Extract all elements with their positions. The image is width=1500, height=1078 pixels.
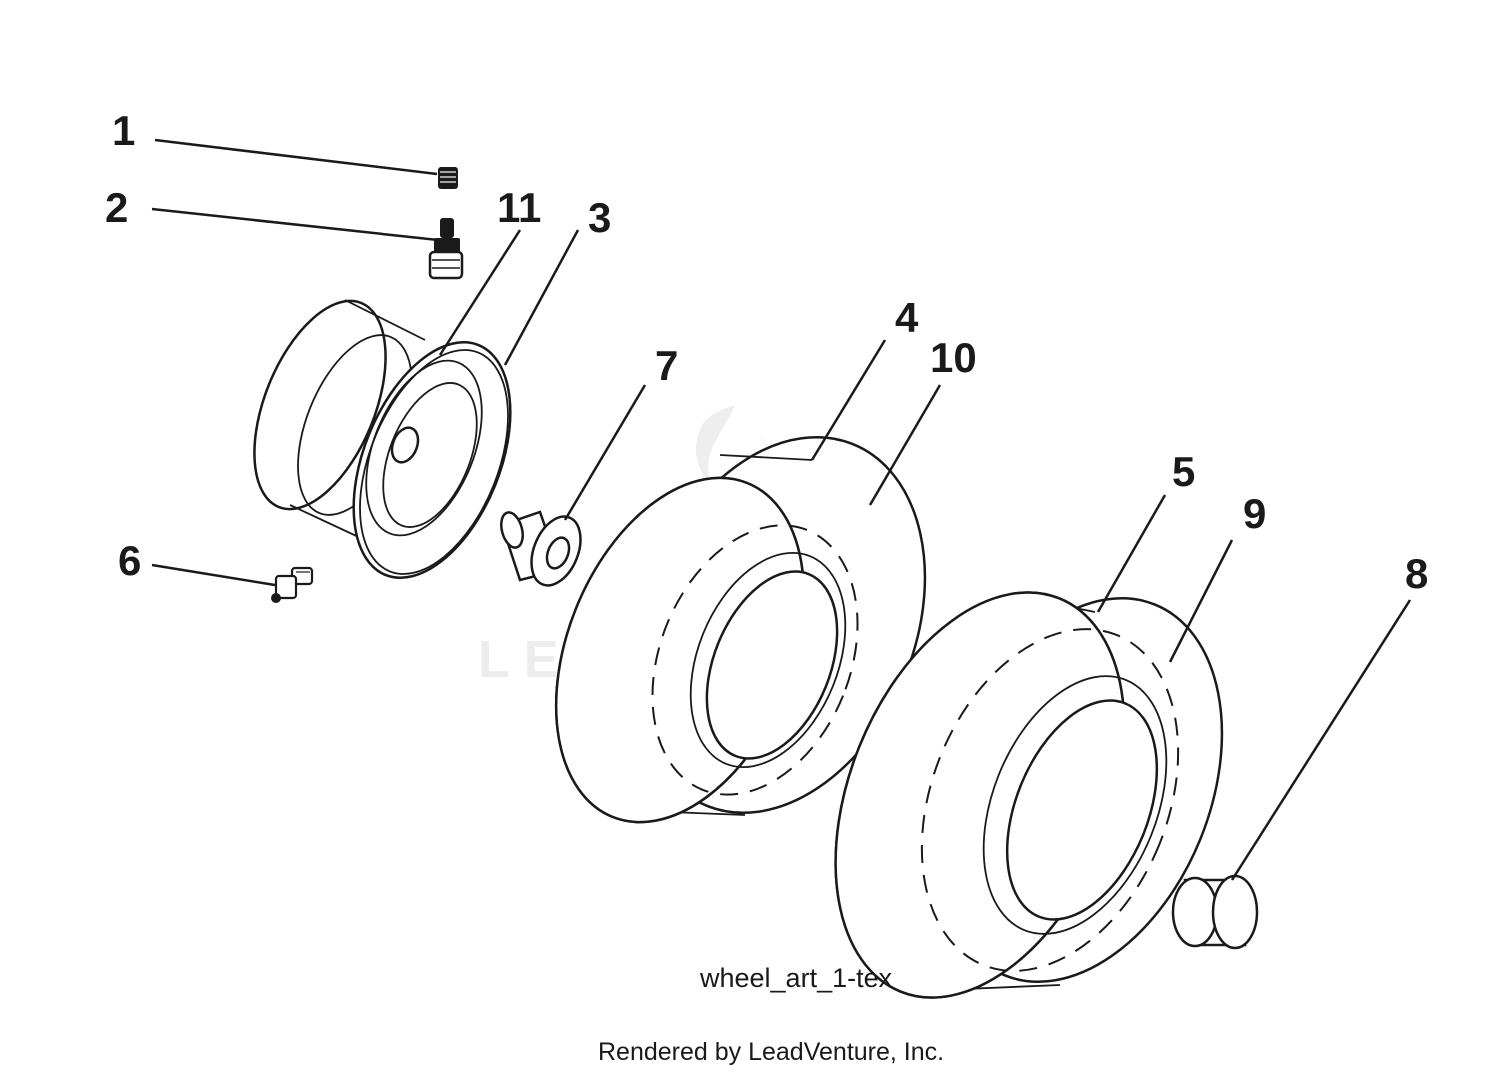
leader-7	[563, 384, 647, 521]
callout-labels: 1 2 3 4 5 6 7 8 9 10 11	[105, 107, 1428, 597]
leader-5	[1096, 494, 1167, 613]
callout-7: 7	[655, 342, 678, 389]
callout-4: 4	[895, 294, 919, 341]
callout-8: 8	[1405, 550, 1428, 597]
part-5-tire	[834, 591, 1224, 999]
leader-2	[151, 207, 439, 242]
leader-6	[151, 563, 276, 587]
callout-3: 3	[588, 194, 611, 241]
part-6-grease-fitting	[271, 566, 314, 603]
footer-credit: Rendered by LeadVenture, Inc.	[598, 1038, 944, 1066]
part-4-tire	[554, 436, 927, 824]
callout-2: 2	[105, 184, 128, 231]
leader-8	[1230, 599, 1412, 881]
callout-9: 9	[1243, 490, 1266, 537]
callout-6: 6	[118, 537, 141, 584]
leader-lines	[151, 138, 1412, 881]
callout-11: 11	[497, 184, 541, 231]
leader-4	[810, 339, 887, 461]
callout-5: 5	[1172, 448, 1195, 495]
diagram-caption: wheel_art_1-tex	[699, 963, 893, 993]
part-2-valve-stem	[428, 218, 464, 280]
leader-11	[438, 229, 522, 356]
part-8-hub-cap	[1171, 874, 1259, 950]
callout-10: 10	[930, 334, 977, 381]
leader-3	[503, 229, 580, 366]
leader-1	[154, 138, 438, 176]
part-7-bushing	[500, 510, 582, 587]
leader-10	[868, 384, 942, 506]
part-1-valve-cap	[438, 167, 458, 189]
wheel-rim	[253, 299, 512, 580]
callout-1: 1	[112, 107, 135, 154]
leader-9	[1168, 539, 1234, 663]
